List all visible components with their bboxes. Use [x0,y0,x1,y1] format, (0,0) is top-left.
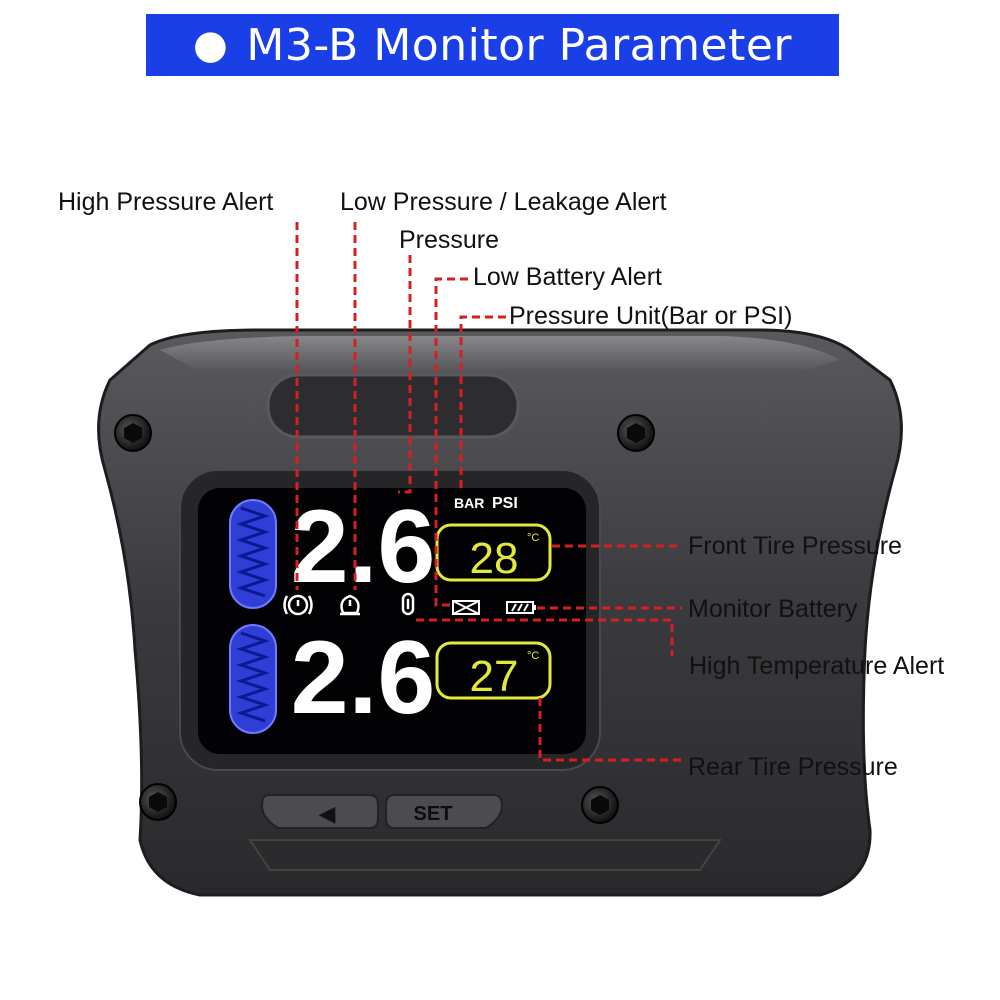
low-pressure-alert-icon [340,594,360,616]
label-monitor-battery: Monitor Battery [688,595,858,623]
leader-low-battery [434,277,468,607]
monitor-battery-icon [506,601,536,614]
label-pressure-unit: Pressure Unit(Bar or PSI) [509,302,793,330]
label-pressure: Pressure [399,226,500,254]
left-arrow-icon: ◀ [319,801,336,826]
high-temperature-alert-icon [401,592,415,616]
set-button[interactable]: SET [385,794,504,829]
rear-pressure-value: 2.6 [291,620,436,736]
unit-bar-label: BAR [454,495,484,511]
leader-pressure-unit [459,315,506,492]
rear-temp-frame [435,641,552,700]
front-pressure-value: 2.6 [291,489,436,605]
label-low-battery-alert: Low Battery Alert [473,263,662,291]
screw-icon [617,414,655,452]
leader-rear-tire [538,698,682,762]
screw-icon [114,414,152,452]
label-low-pressure-leakage-alert: Low Pressure / Leakage Alert [340,188,667,216]
screw-icon [139,783,177,821]
leader-pressure [398,255,412,494]
label-high-temperature-alert: High Temperature Alert [689,652,945,680]
unit-psi-label: PSI [492,495,518,512]
leader-high-temp [416,618,674,656]
lcd-screen [198,488,586,754]
label-high-pressure-alert: High Pressure Alert [58,188,274,216]
high-pressure-alert-icon [283,594,313,616]
rear-temp-unit: °C [527,650,539,662]
screw-icon [581,786,619,824]
label-front-tire-pressure: Front Tire Pressure [688,532,902,560]
leader-lines [295,222,682,762]
title-banner: ● M3-B Monitor Parameter [146,14,839,76]
left-button[interactable]: ◀ [260,794,379,829]
banner-bullet: ● [192,22,229,68]
front-tire-icon [229,499,277,609]
front-temp-value: 28 [470,534,519,583]
front-temp-unit: °C [527,532,539,544]
label-rear-tire-pressure: Rear Tire Pressure [688,753,898,781]
low-battery-alert-icon [452,600,480,615]
banner-title: M3-B Monitor Parameter [246,19,792,71]
rear-tire-icon [229,624,277,734]
rear-temp-value: 27 [470,652,519,701]
set-button-label: SET [414,803,453,825]
